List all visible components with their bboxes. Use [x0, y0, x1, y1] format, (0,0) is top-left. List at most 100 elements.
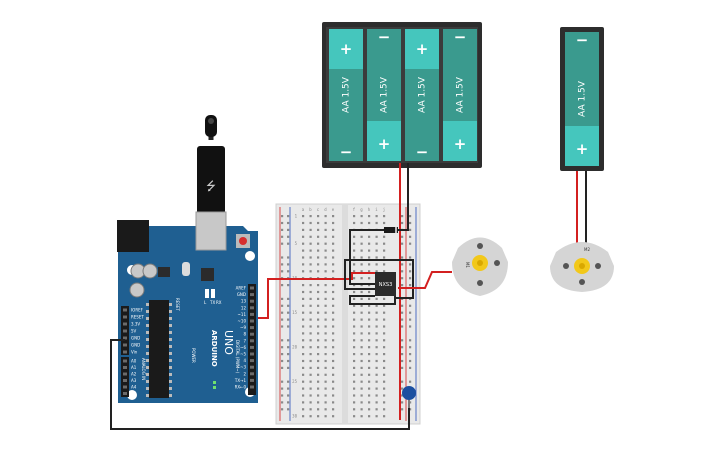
breadboard-hole[interactable] — [317, 235, 320, 238]
breadboard-rail-hole[interactable] — [409, 215, 412, 218]
breadboard-hole[interactable] — [383, 263, 386, 266]
breadboard-hole[interactable] — [317, 394, 320, 397]
breadboard-rail-hole[interactable] — [287, 359, 290, 363]
breadboard-rail-hole[interactable] — [281, 387, 284, 390]
breadboard-hole[interactable] — [383, 304, 386, 307]
breadboard-hole[interactable] — [383, 401, 386, 404]
breadboard-hole[interactable] — [375, 311, 378, 314]
digital-pin[interactable] — [250, 326, 254, 330]
breadboard-hole[interactable] — [302, 346, 305, 349]
breadboard-rail-hole[interactable] — [281, 221, 284, 225]
breadboard-hole[interactable] — [383, 353, 386, 356]
breadboard-hole[interactable] — [317, 263, 320, 266]
breadboard-hole[interactable] — [324, 256, 327, 259]
breadboard-rail-hole[interactable] — [401, 353, 404, 356]
breadboard-hole[interactable] — [302, 235, 305, 238]
breadboard-hole[interactable] — [353, 380, 356, 383]
breadboard-hole[interactable] — [360, 256, 363, 259]
breadboard-hole[interactable] — [302, 263, 305, 266]
transistor[interactable]: NXS3 — [375, 272, 396, 296]
analog-pin[interactable] — [123, 392, 127, 395]
breadboard-hole[interactable] — [375, 325, 378, 328]
breadboard-hole[interactable] — [368, 325, 371, 328]
breadboard-hole[interactable] — [368, 415, 371, 418]
breadboard-hole[interactable] — [375, 394, 378, 397]
breadboard-hole[interactable] — [375, 242, 378, 245]
breadboard-hole[interactable] — [360, 284, 363, 287]
breadboard-rail-hole[interactable] — [401, 394, 404, 397]
breadboard-rail-hole[interactable] — [409, 277, 412, 280]
breadboard-hole[interactable] — [353, 373, 356, 376]
breadboard-hole[interactable] — [309, 256, 312, 259]
breadboard-rail-hole[interactable] — [401, 366, 404, 369]
breadboard-hole[interactable] — [317, 256, 320, 259]
breadboard-rail-hole[interactable] — [281, 318, 284, 321]
breadboard-hole[interactable] — [368, 332, 371, 335]
breadboard-hole[interactable] — [309, 318, 312, 321]
breadboard-hole[interactable] — [353, 353, 356, 356]
breadboard-hole[interactable] — [317, 408, 320, 411]
breadboard-hole[interactable] — [317, 353, 320, 356]
breadboard-hole[interactable] — [383, 339, 386, 342]
breadboard-hole[interactable] — [353, 387, 356, 390]
breadboard-rail-hole[interactable] — [281, 380, 284, 383]
breadboard-hole[interactable] — [375, 339, 378, 342]
breadboard-hole[interactable] — [324, 270, 327, 273]
breadboard-rail-hole[interactable] — [287, 366, 290, 369]
breadboard-hole[interactable] — [309, 366, 312, 369]
breadboard-hole[interactable] — [317, 325, 320, 328]
digital-pin[interactable] — [250, 306, 254, 310]
arduino-uno-board[interactable]: IOREFRESET3.3V5VGNDGNDVinA0A1A2A3A4A5ARE… — [117, 211, 258, 403]
breadboard-rail-hole[interactable] — [409, 311, 412, 314]
breadboard-hole[interactable] — [324, 415, 327, 418]
breadboard-hole[interactable] — [360, 263, 363, 266]
breadboard-hole[interactable] — [332, 346, 335, 349]
breadboard-hole[interactable] — [383, 270, 386, 273]
digital-pin[interactable] — [250, 385, 254, 389]
power-pin[interactable] — [123, 343, 127, 347]
breadboard-hole[interactable] — [302, 325, 305, 328]
wire-ground-return[interactable] — [110, 339, 410, 430]
breadboard-hole[interactable] — [368, 353, 371, 356]
breadboard-hole[interactable] — [332, 415, 335, 418]
breadboard-rail-hole[interactable] — [409, 325, 412, 328]
breadboard-hole[interactable] — [368, 339, 371, 342]
breadboard-rail-hole[interactable] — [287, 380, 290, 383]
breadboard-hole[interactable] — [332, 297, 335, 300]
breadboard-hole[interactable] — [332, 215, 335, 218]
breadboard-hole[interactable] — [324, 311, 327, 314]
breadboard-hole[interactable] — [383, 318, 386, 321]
digital-pin[interactable] — [250, 365, 254, 369]
breadboard-hole[interactable] — [302, 387, 305, 390]
breadboard-hole[interactable] — [302, 318, 305, 321]
breadboard-rail-hole[interactable] — [281, 235, 284, 238]
breadboard-hole[interactable] — [302, 311, 305, 314]
analog-pin[interactable] — [123, 366, 127, 369]
breadboard-hole[interactable] — [317, 290, 320, 294]
breadboard-hole[interactable] — [383, 325, 386, 328]
breadboard-hole[interactable] — [309, 373, 312, 376]
breadboard-rail-hole[interactable] — [409, 270, 412, 273]
breadboard-hole[interactable] — [302, 249, 305, 252]
breadboard-rail-hole[interactable] — [287, 215, 290, 218]
analog-pin[interactable] — [123, 372, 127, 376]
breadboard-hole[interactable] — [360, 325, 363, 328]
breadboard-hole[interactable] — [302, 256, 305, 259]
breadboard-hole[interactable] — [332, 270, 335, 273]
breadboard-hole[interactable] — [353, 332, 356, 335]
breadboard-rail-hole[interactable] — [401, 304, 404, 307]
breadboard-hole[interactable] — [332, 353, 335, 356]
breadboard-hole[interactable] — [353, 277, 356, 280]
battery-pack-1[interactable]: AA 1.5V−+ — [560, 27, 604, 178]
breadboard-hole[interactable] — [324, 228, 327, 231]
breadboard-hole[interactable] — [302, 339, 305, 342]
breadboard-hole[interactable] — [383, 380, 386, 383]
breadboard-hole[interactable] — [302, 242, 305, 245]
breadboard-hole[interactable] — [360, 215, 363, 218]
breadboard-hole[interactable] — [317, 332, 320, 335]
breadboard-hole[interactable] — [353, 284, 356, 287]
breadboard-hole[interactable] — [353, 346, 356, 349]
breadboard-hole[interactable] — [360, 297, 363, 300]
digital-pin[interactable] — [250, 372, 254, 376]
wire-jumper-2[interactable] — [344, 259, 414, 299]
